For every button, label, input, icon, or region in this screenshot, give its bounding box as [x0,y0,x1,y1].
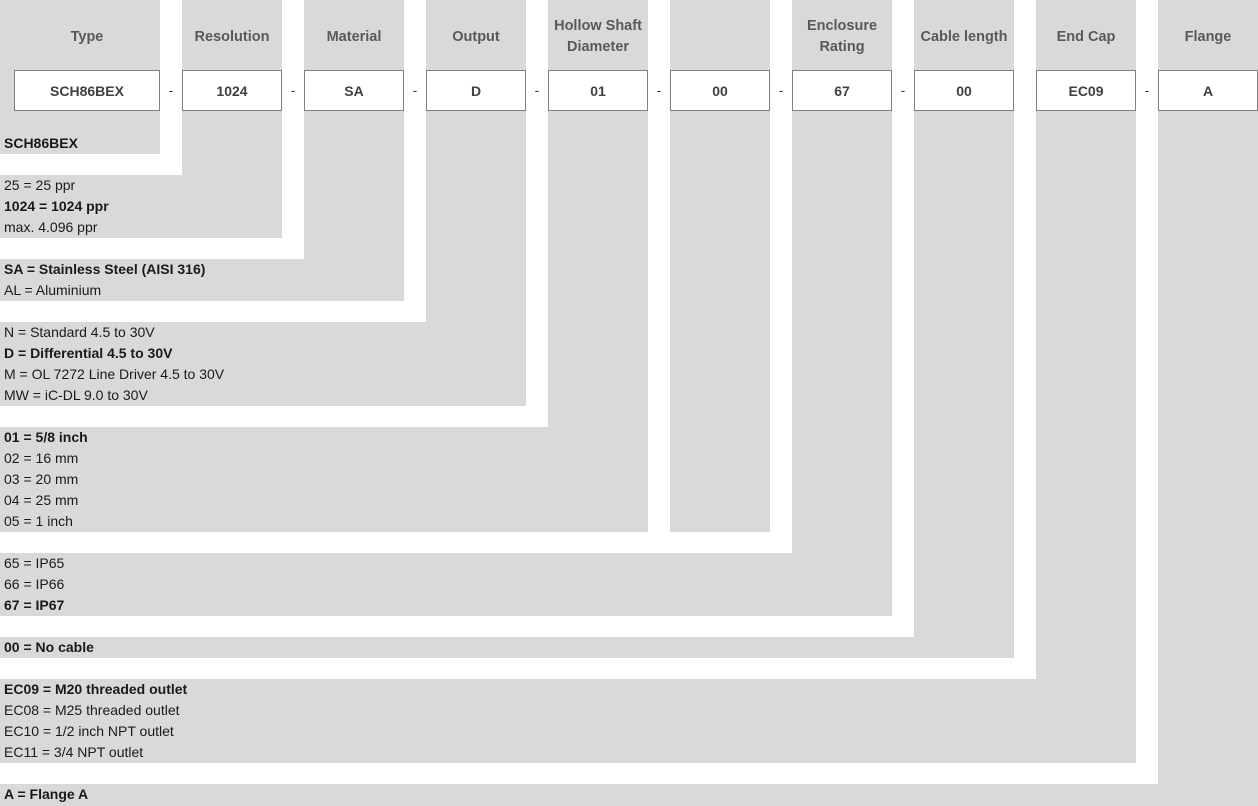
code-shaft: 01 [548,70,648,111]
column-bg-endcap [1036,0,1136,763]
separator-1: - [168,82,174,98]
option-output-2: M = OL 7272 Line Driver 4.5 to 30V [4,366,225,382]
separator-7: - [900,82,906,98]
option-resolution-2: max. 4.096 ppr [4,219,98,235]
option-shaft-2: 03 = 20 mm [4,471,79,487]
separator-6: - [778,82,784,98]
option-output-3: MW = iC-DL 9.0 to 30V [4,387,148,403]
band-cable [0,637,1014,658]
option-material-0: SA = Stainless Steel (AISI 316) [4,261,206,277]
header-output: Output [452,28,500,45]
option-shaft-3: 04 = 25 mm [4,492,79,508]
option-enclosure-1: 66 = IP66 [4,576,65,592]
option-type-0: SCH86BEX [4,135,78,151]
header-resolution: Resolution [194,28,270,45]
code-resolution: 1024 [182,70,282,111]
option-output-1: D = Differential 4.5 to 30V [4,345,173,361]
separator-8: - [1144,82,1150,98]
band-flange [0,784,1258,806]
header-cable-length: Cable length [920,28,1008,45]
code-enclosure: 67 [792,70,892,111]
option-material-1: AL = Aluminium [4,282,102,298]
option-flange-0: A = Flange A [4,786,89,802]
band-endcap [0,679,1136,763]
option-endcap-1: EC08 = M25 threaded outlet [4,702,180,718]
band-enclosure [0,553,892,616]
band-shaft [0,427,648,532]
header-enclosure-rating: Enclosure Rating [806,18,878,55]
option-enclosure-2: 67 = IP67 [4,597,65,613]
header-blank [670,14,770,60]
option-output-0: N = Standard 4.5 to 30V [4,324,155,340]
option-enclosure-0: 65 = IP65 [4,555,65,571]
separator-5: - [656,82,662,98]
header-material: Material [326,28,382,45]
option-cable-0: 00 = No cable [4,639,94,655]
option-endcap-2: EC10 = 1/2 inch NPT outlet [4,723,174,739]
column-bg-flange [1158,0,1258,806]
option-shaft-4: 05 = 1 inch [4,513,73,529]
option-endcap-0: EC09 = M20 threaded outlet [4,681,188,697]
code-endcap: EC09 [1036,70,1136,111]
code-blank: 00 [670,70,770,111]
separator-3: - [412,82,418,98]
separator-4: - [534,82,540,98]
band-material [0,259,404,301]
band-output [0,322,526,406]
band-resolution [0,175,282,238]
option-shaft-0: 01 = 5/8 inch [4,429,88,445]
column-bg-material [304,0,404,301]
header-flange: Flange [1184,28,1232,45]
option-shaft-1: 02 = 16 mm [4,450,79,466]
code-material: SA [304,70,404,111]
option-endcap-3: EC11 = 3/4 NPT outlet [4,744,144,760]
code-flange: A [1158,70,1258,111]
option-resolution-0: 25 = 25 ppr [4,177,76,193]
code-cable: 00 [914,70,1014,111]
header-type: Type [70,28,104,45]
code-output: D [426,70,526,111]
separator-2: - [290,82,296,98]
code-type: SCH86BEX [14,70,160,111]
option-resolution-1: 1024 = 1024 ppr [4,198,109,214]
header-end-cap: End Cap [1056,28,1116,45]
header-hollow-shaft-diameter: Hollow Shaft Diameter [554,18,642,55]
